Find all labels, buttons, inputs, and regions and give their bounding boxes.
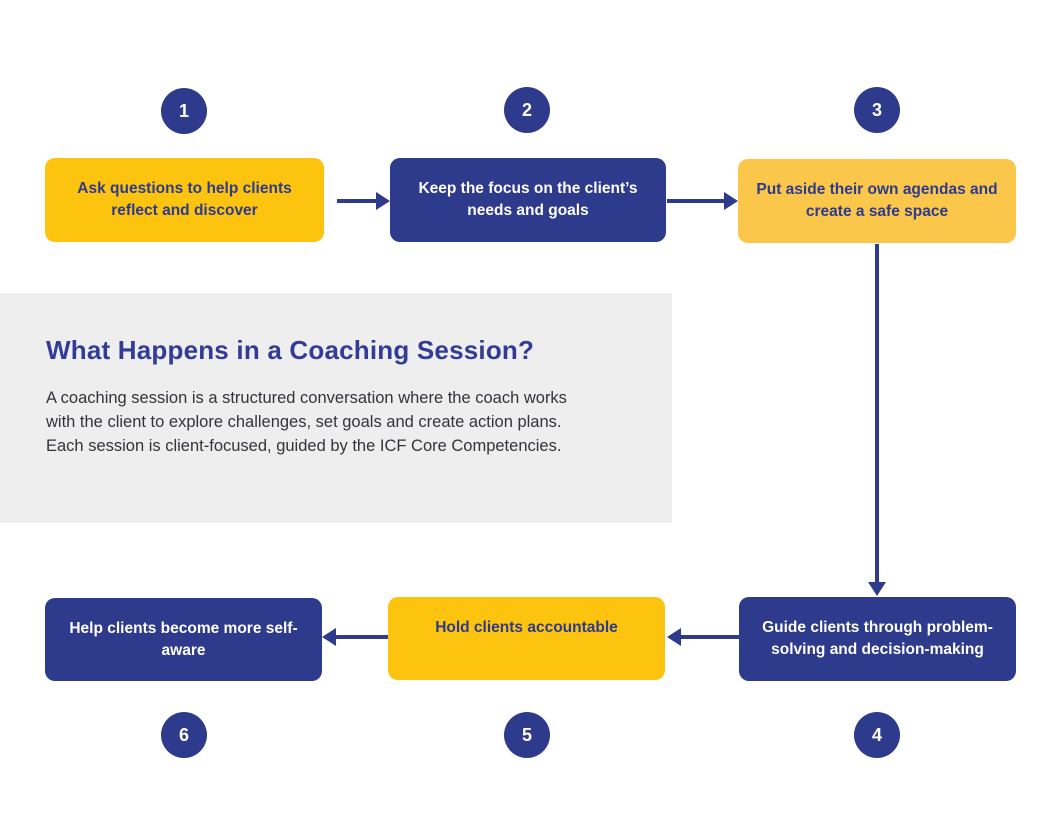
arrowhead-left-icon [322,628,336,646]
step-6-number-badge: 6 [161,712,207,758]
step-3-box: Put aside their own agendas and create a… [738,159,1016,243]
arrowhead-down-icon [868,582,886,596]
arrow-shaft [681,635,739,639]
arrow-shaft [667,199,724,203]
step-2-label: Keep the focus on the client’s needs and… [418,180,638,219]
step-3-label: Put aside their own agendas and create a… [756,181,998,220]
page-title: What Happens in a Coaching Session? [46,335,535,365]
step-5-label: Hold clients accountable [435,618,618,636]
step-1-label: Ask questions to help clients reflect an… [77,180,292,219]
arrow-step1-to-step2-icon [337,192,390,210]
arrow-shaft [336,635,388,639]
step-5-number-badge: 5 [504,712,550,758]
arrowhead-left-icon [667,628,681,646]
step-1-number-badge: 1 [161,88,207,134]
page-description: A coaching session is a structured conve… [46,389,567,455]
step-4-number-badge: 4 [854,712,900,758]
arrow-shaft [337,199,376,203]
arrow-shaft [875,244,879,582]
info-panel: What Happens in a Coaching Session? A co… [0,293,672,523]
arrowhead-right-icon [724,192,738,210]
step-1-box: Ask questions to help clients reflect an… [45,158,324,242]
step-6-box: Help clients become more self-aware [45,598,322,681]
step-6-label: Help clients become more self-aware [69,619,298,659]
arrow-step4-to-step5-icon [667,628,739,646]
arrow-step5-to-step6-icon [322,628,388,646]
step-5-box: Hold clients accountable [388,597,665,680]
arrowhead-right-icon [376,192,390,210]
step-4-label: Guide clients through problem-solving an… [762,619,993,658]
arrow-step2-to-step3-icon [667,192,738,210]
step-3-number-badge: 3 [854,87,900,133]
arrow-step3-to-step4-icon [868,244,886,596]
step-2-number-badge: 2 [504,87,550,133]
step-2-box: Keep the focus on the client’s needs and… [390,158,666,242]
step-4-box: Guide clients through problem-solving an… [739,597,1016,681]
